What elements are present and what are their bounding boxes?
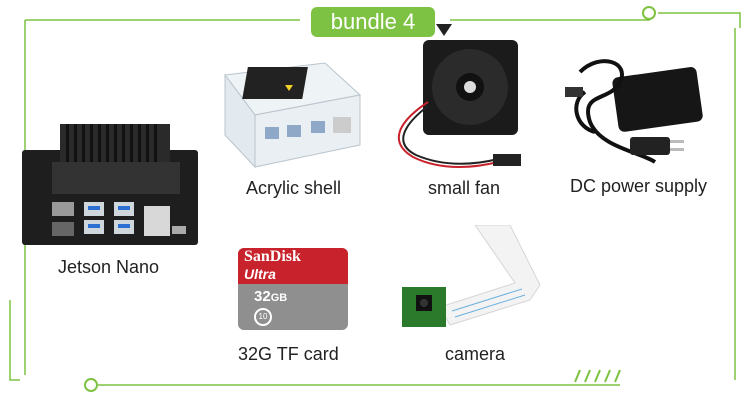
bundle-title-tab: bundle 4 xyxy=(311,7,435,37)
camera-label: camera xyxy=(445,344,506,364)
camera-image xyxy=(402,225,541,327)
banner-pointer-icon xyxy=(436,24,452,36)
dc-power-supply-image xyxy=(565,59,703,164)
jetson-nano-image xyxy=(22,124,198,245)
small-fan-image xyxy=(397,40,521,168)
sd-brand: SanDisk xyxy=(244,248,301,265)
tf-card-image: SanDisk Ultra 32GB 10 xyxy=(238,248,348,330)
acrylic-shell-image xyxy=(224,62,362,169)
dc-power-supply-label: DC power supply xyxy=(570,176,708,196)
sd-capacity: 32 xyxy=(254,288,271,305)
small-fan-label: small fan xyxy=(428,178,501,198)
sd-unit: GB xyxy=(270,292,288,304)
sd-class: 10 xyxy=(254,308,272,326)
tf-card-label: 32G TF card xyxy=(238,344,339,364)
bundle-title: bundle 4 xyxy=(330,9,416,34)
sd-line: Ultra xyxy=(244,266,276,282)
acrylic-shell-label: Acrylic shell xyxy=(246,178,342,198)
jetson-nano-label: Jetson Nano xyxy=(58,257,160,277)
